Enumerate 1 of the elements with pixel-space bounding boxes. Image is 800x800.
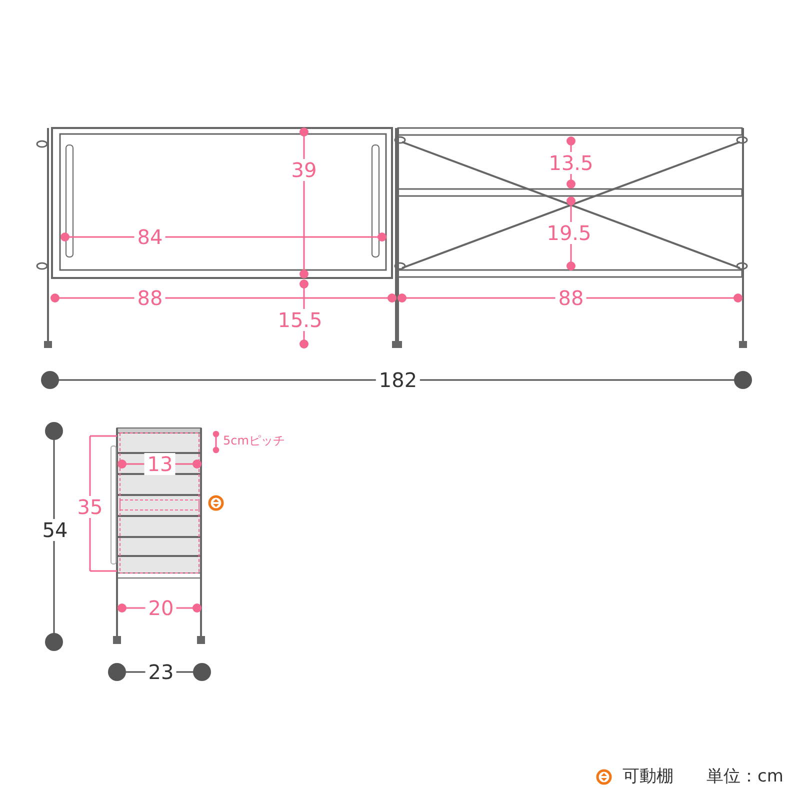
dimension-label: 13 [144, 453, 176, 475]
